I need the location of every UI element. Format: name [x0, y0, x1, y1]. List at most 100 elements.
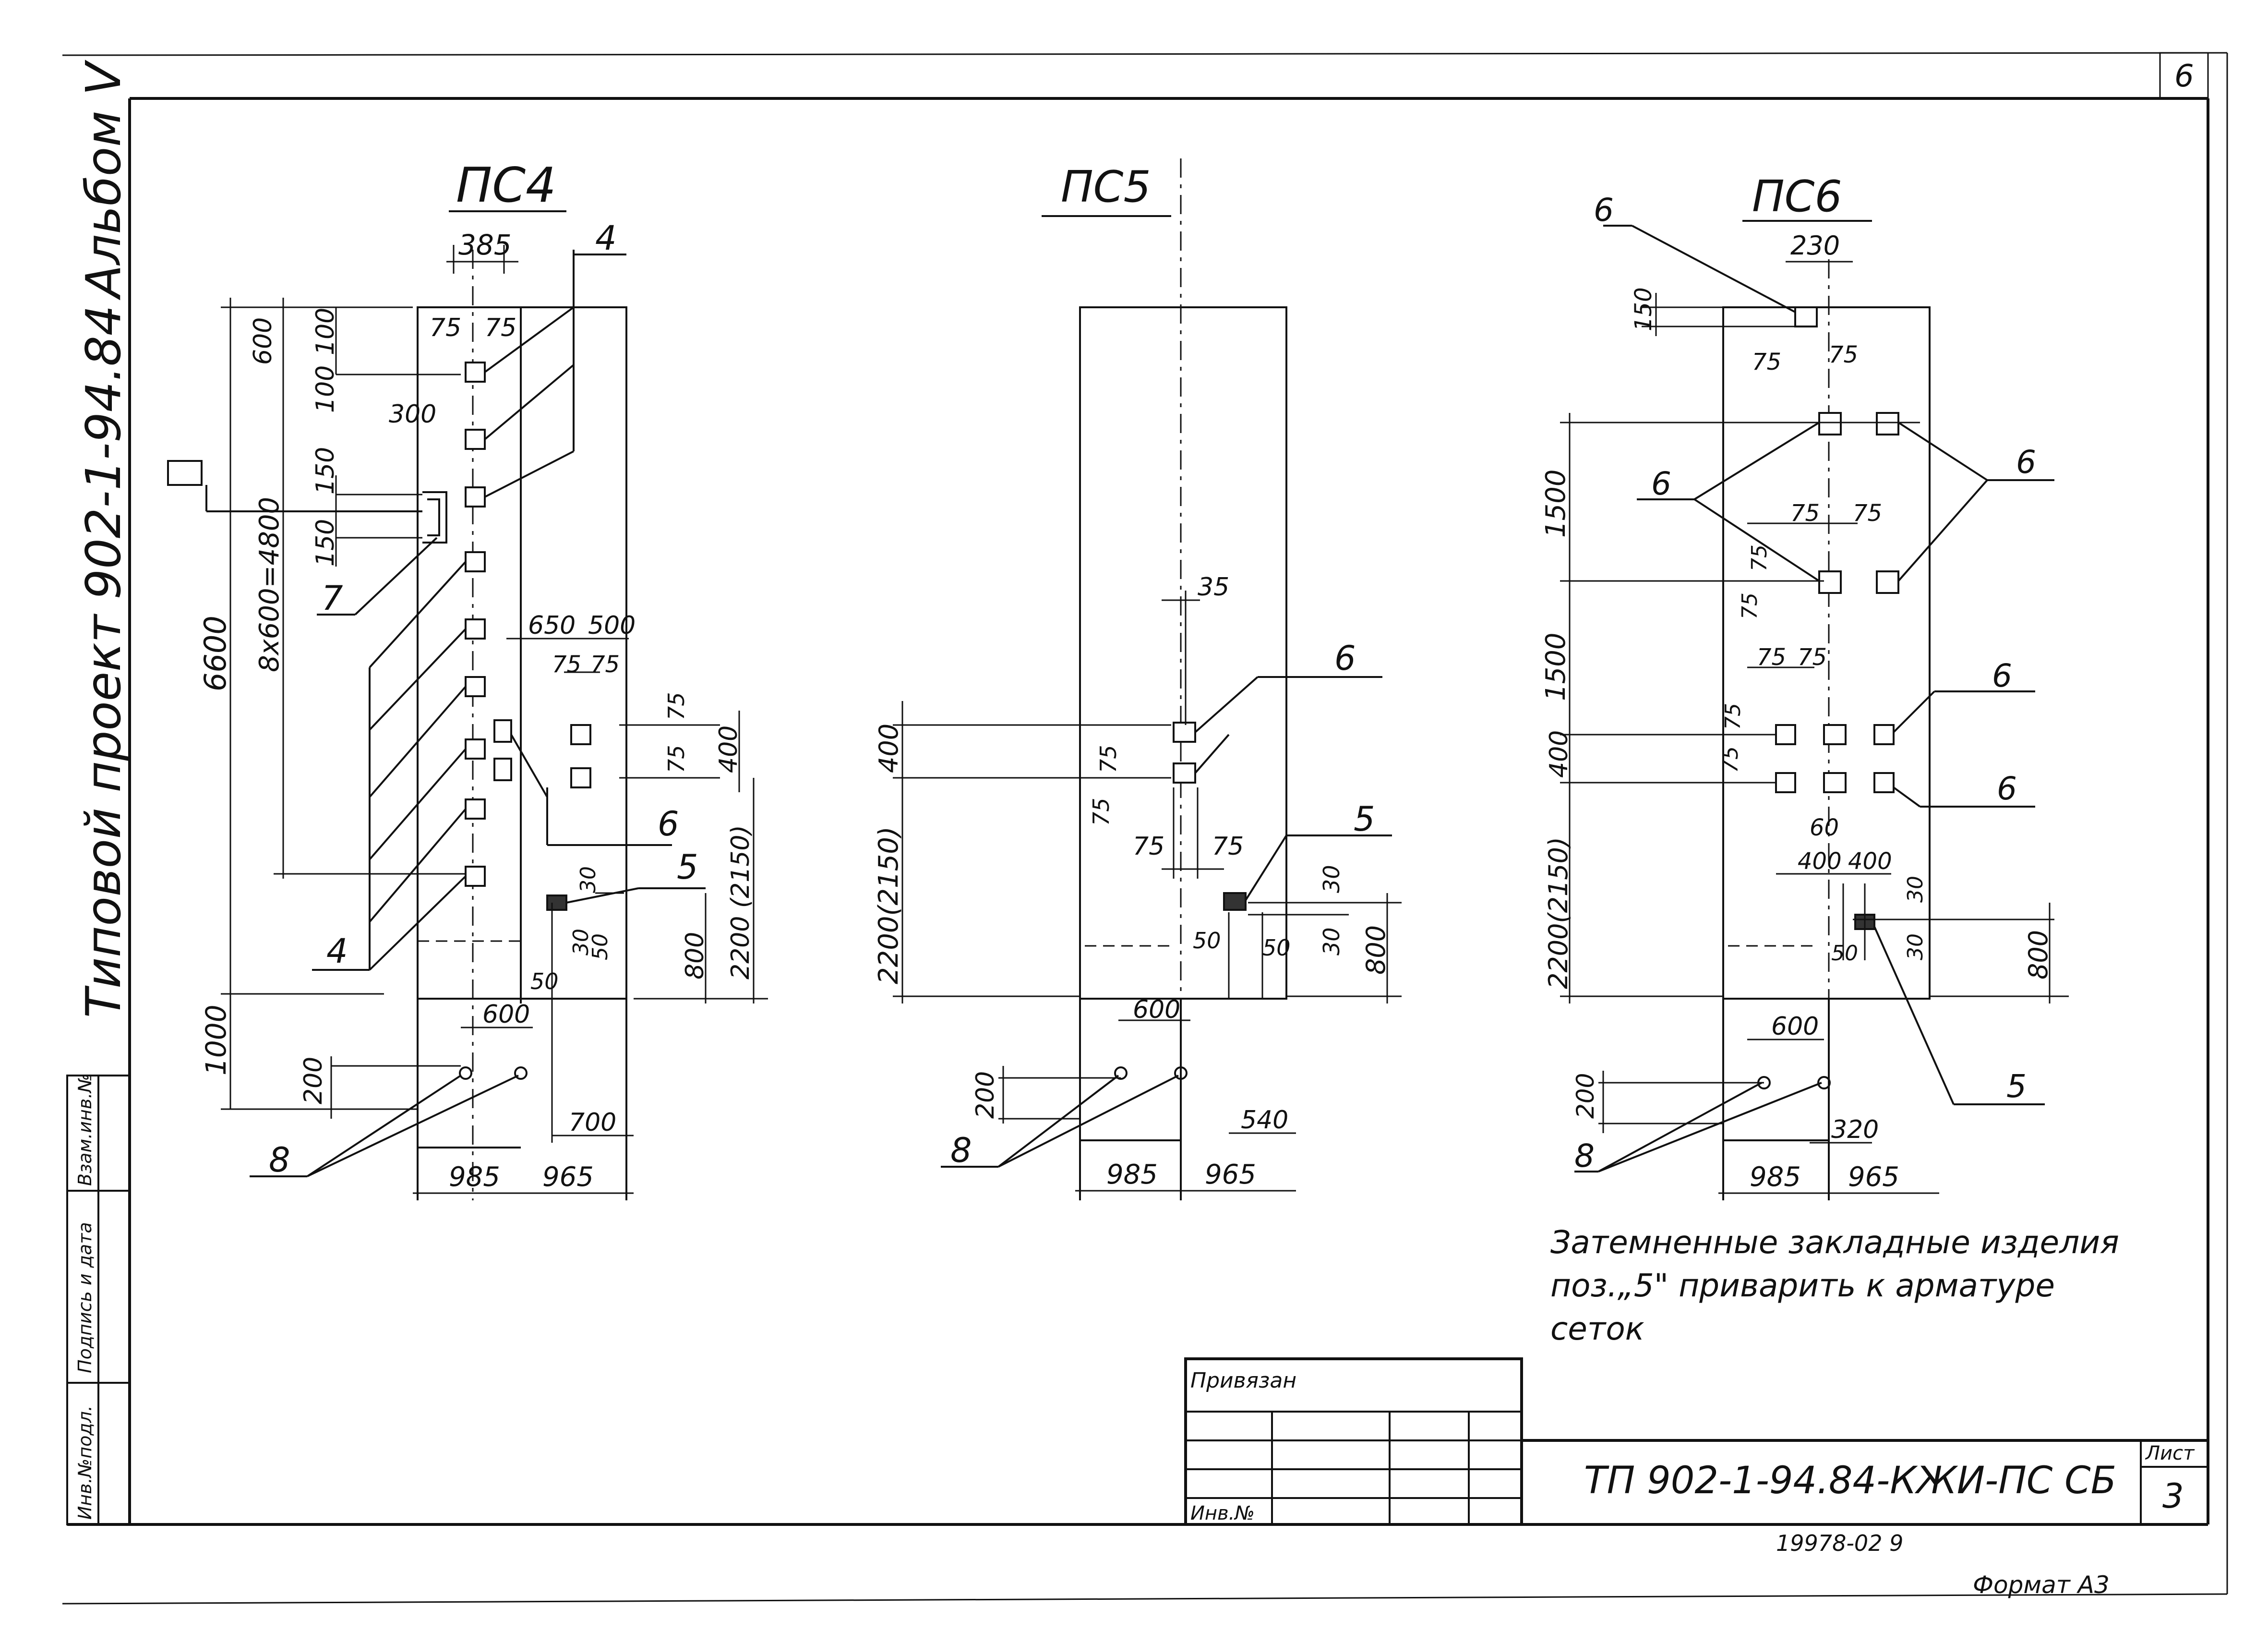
ps4-dim-75c: 75 — [552, 651, 581, 678]
ps4-callout-4-top: 4 — [595, 218, 617, 258]
ps5-dim-985: 985 — [1106, 1159, 1158, 1190]
side-title-project: Типовой проект 902-1-94.84 — [75, 305, 132, 1018]
ps4-dim-1000: 1000 — [200, 1004, 232, 1076]
ps4-title: ПС4 — [456, 157, 556, 213]
ps5-dim-200: 200 — [971, 1071, 1000, 1119]
ps4-dim-6600: 6600 — [198, 616, 233, 691]
sheet-format: Формат А3 — [1973, 1571, 2110, 1599]
ps6-dim-230: 230 — [1790, 230, 1840, 261]
ps4-dim-100b: 100 — [311, 365, 340, 413]
ps4-dim-300: 300 — [389, 400, 436, 429]
strip-label-sign: Подпись и дата — [74, 1222, 96, 1373]
ps6-dim-150: 150 — [1630, 287, 1657, 331]
ps6-dim-965: 965 — [1848, 1161, 1899, 1193]
ps4-dim-965: 965 — [542, 1161, 594, 1193]
ps4-dim-500: 500 — [588, 611, 636, 640]
ps6-dim-75h: 75 — [1798, 644, 1827, 671]
ps4-dim-600: 600 — [249, 317, 277, 365]
ps6-dim-75a: 75 — [1752, 349, 1781, 375]
ps4-dim-700: 700 — [569, 1108, 616, 1137]
ps6-title: ПС6 — [1752, 171, 1842, 222]
ps4-dim-985: 985 — [449, 1161, 500, 1193]
ps4-dim-385: 385 — [458, 229, 512, 261]
ps4-dim-600b: 600 — [482, 1000, 530, 1029]
title-block-sheet-number: 3 — [2162, 1476, 2184, 1516]
ps5-dim-965: 965 — [1205, 1159, 1256, 1190]
ps4-dim-75a: 75 — [430, 314, 461, 342]
ps4-dim-150b: 150 — [311, 519, 340, 567]
ps6-callout-5: 5 — [2006, 1068, 2027, 1105]
ps4-callout-5: 5 — [677, 847, 698, 887]
ps4-dim-4800: 8x600=4800 — [254, 497, 285, 672]
ps6-callout-6-mid: 6 — [1992, 657, 2012, 694]
ps4-dim-800: 800 — [681, 932, 709, 979]
ps4-dim-100a: 100 — [311, 308, 340, 355]
panel-ps6: ПС6 — [1540, 171, 2069, 1200]
ps6-dim-75d: 75 — [1853, 500, 1882, 527]
panel-ps4: ПС4 — [167, 157, 768, 1200]
ps6-dim-985: 985 — [1750, 1161, 1801, 1193]
ps5-dim-50b: 50 — [1262, 935, 1291, 961]
title-block-privyazan: Привязан — [1190, 1368, 1296, 1393]
side-title: Типовой проект 902-1-94.84 Альбом V — [75, 60, 132, 1018]
ps6-callout-6-left: 6 — [1651, 465, 1671, 502]
ps5-dim-50a: 50 — [1193, 928, 1221, 954]
sheet-corner-number: 6 — [2174, 59, 2194, 94]
ps6-dim-75c: 75 — [1790, 500, 1820, 527]
ps6-dim-75b: 75 — [1829, 341, 1858, 368]
ps5-dim-75b: 75 — [1088, 798, 1114, 826]
note-line-3: сеток — [1550, 1310, 1644, 1347]
ps6-callout-6-right: 6 — [2016, 444, 2036, 481]
ps5-callout-8: 8 — [950, 1131, 972, 1170]
ps6-dim-600: 600 — [1771, 1012, 1819, 1041]
ps6-dim-400b: 400 — [1848, 848, 1892, 875]
title-block-sheet-label: Лист — [2145, 1442, 2195, 1464]
ps4-callout-7: 7 — [322, 579, 343, 618]
ps4-dim-150a: 150 — [311, 447, 340, 495]
ps6-dim-30b: 30 — [1903, 933, 1928, 960]
ps5-dim-75c: 75 — [1133, 832, 1164, 861]
ps4-callout-6: 6 — [658, 804, 679, 844]
ps4-dim-400: 400 — [714, 725, 743, 773]
ps5-dim-800: 800 — [1361, 925, 1391, 975]
ps4-dim-650: 650 — [528, 611, 576, 640]
ps6-callout-6-low: 6 — [1997, 770, 2017, 807]
ps5-dim-540: 540 — [1241, 1106, 1288, 1135]
title-block-inv-no: Инв.№ — [1190, 1502, 1255, 1524]
ps6-callout-6-top: 6 — [1594, 192, 1614, 229]
ps4-dim-2200: 2200 (2150) — [726, 825, 755, 979]
title-block: Привязан Инв.№ ТП 902-1-94.84-КЖИ-ПС СБ … — [1184, 1357, 2208, 1599]
title-block-designation: ТП 902-1-94.84-КЖИ-ПС СБ — [1584, 1459, 2116, 1502]
ps6-dim-60: 60 — [1810, 814, 1839, 841]
ps6-dim-1500b: 1500 — [1540, 632, 1572, 701]
ps5-dim-75d: 75 — [1212, 832, 1244, 861]
sheet-frame — [62, 52, 2228, 1605]
ps5-callout-6: 6 — [1334, 639, 1356, 678]
ps5-dim-35: 35 — [1198, 573, 1229, 602]
archive-number: 19978-02 9 — [1776, 1530, 1903, 1556]
ps5-title: ПС5 — [1061, 162, 1151, 212]
strip-label-replace: Взам.инв.№ — [74, 1074, 96, 1186]
ps6-dim-200: 200 — [1572, 1073, 1599, 1119]
ps4-dim-200: 200 — [299, 1057, 328, 1104]
ps5-dim-400: 400 — [874, 724, 904, 773]
ps6-dim-400a: 400 — [1798, 848, 1842, 875]
ps6-dim-75g: 75 — [1757, 644, 1786, 671]
ps4-dim-75d: 75 — [590, 651, 620, 678]
ps6-dim-50: 50 — [1831, 941, 1858, 966]
ps4-dim-50a: 50 — [588, 933, 612, 960]
ps4-dim-30a: 30 — [576, 866, 600, 893]
ps6-dim-400: 400 — [1545, 730, 1573, 778]
ps4-callout-4-bottom: 4 — [326, 931, 348, 971]
ps6-dim-75e: 75 — [1747, 544, 1772, 571]
ps5-dim-75a: 75 — [1095, 745, 1121, 773]
ps5-dim-2200: 2200(2150) — [873, 826, 904, 984]
ps4-dim-50b: 50 — [530, 968, 559, 994]
ps4-dim-75f: 75 — [663, 745, 689, 773]
ps4-dim-30b: 30 — [569, 929, 593, 955]
ps5-callout-5: 5 — [1354, 799, 1375, 839]
ps6-dim-800: 800 — [2023, 930, 2053, 979]
ps4-dim-75b: 75 — [485, 314, 516, 342]
ps5-dim-600: 600 — [1133, 995, 1180, 1024]
